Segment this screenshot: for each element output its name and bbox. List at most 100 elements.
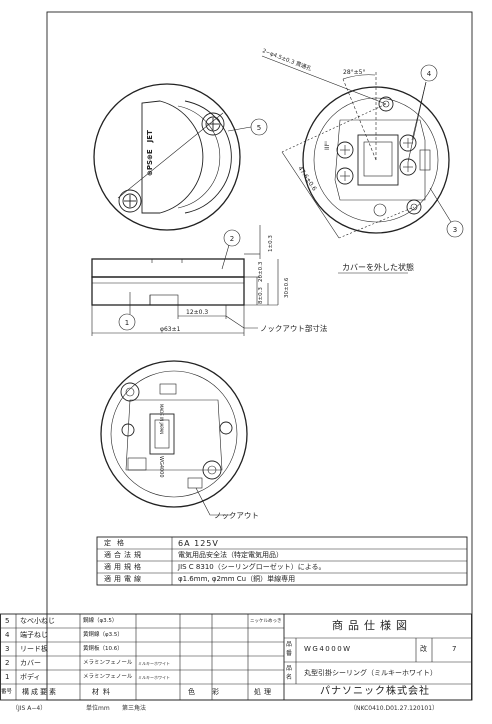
parts-table-frame xyxy=(0,613,472,701)
callout-5-circle xyxy=(250,118,268,136)
hole-note: 2−φ4.5±0.3 貫通孔 xyxy=(261,46,313,72)
parts-header-color: 色 xyxy=(188,688,195,696)
part-row-2-no: 2 xyxy=(5,659,10,667)
spec-value-law: 電気用品安全法（特定電気用品） xyxy=(178,551,283,559)
part-row-1-name: ボディ xyxy=(20,673,41,681)
footer-doc-no: （NKC0410.D01.27.120101） xyxy=(350,705,439,712)
hinmei-value: 丸型引掛シーリング（ミルキーホワイト） xyxy=(304,669,437,677)
angle-arc xyxy=(342,74,376,80)
pitch-extension-2 xyxy=(338,206,415,239)
top-view-groove xyxy=(177,105,221,209)
spec-label-rating: 定格 xyxy=(104,539,130,547)
spec-label-standard: 適用規格 xyxy=(104,563,144,571)
part-row-2-material: メラミンフェノール xyxy=(83,660,133,666)
cover-view-lead-plate xyxy=(334,119,426,201)
title-block-frame xyxy=(284,637,471,685)
part-row-2-name: カバー xyxy=(20,659,41,667)
part-row-1-material: メラミンフェノール xyxy=(83,674,133,680)
callout-3-leader xyxy=(429,187,452,223)
cover-view-terminal-screw-3 xyxy=(336,141,354,159)
revision-value: 7 xyxy=(452,645,457,653)
spec-label-wire: 適用電線 xyxy=(104,575,144,583)
bottom-view-pad-2 xyxy=(159,383,177,395)
callout-3-circle xyxy=(446,220,464,238)
part-row-5-finish: ニッケルめっき xyxy=(250,619,282,624)
part-row-3-name: リード板 xyxy=(20,645,48,653)
cover-view-terminal-screw-2 xyxy=(399,158,417,176)
top-view: ⊕PS⊕E JET 5 xyxy=(93,83,268,231)
knockout-caption: ノックアウト xyxy=(214,511,259,520)
cover-view-terminal-screw-1 xyxy=(399,134,417,152)
angle-line-1 xyxy=(342,78,377,161)
drawing-frame xyxy=(46,11,473,701)
part-row-4-name: 端子ねじ xyxy=(20,631,48,639)
hinban-label: 品番 xyxy=(286,641,293,657)
parts-header-no: 番号 xyxy=(1,689,13,695)
callout-5-leader xyxy=(227,126,252,132)
callout-2-circle xyxy=(223,229,241,247)
cover-view-center-recess xyxy=(363,141,393,177)
top-view-diagonal xyxy=(117,112,224,199)
part-row-3-material: 黄銅板（10.6） xyxy=(83,646,123,652)
callout-5: 5 xyxy=(257,124,261,132)
top-view-inner-arc xyxy=(184,100,232,214)
bottom-view-rib xyxy=(125,399,223,471)
side-dim-knockout: 12±0.3 xyxy=(186,309,208,316)
parts-header-material: 材料 xyxy=(92,688,114,696)
bottom-view-inner-circle xyxy=(110,370,238,498)
top-view-outer-circle xyxy=(93,83,241,231)
callout-4-circle xyxy=(420,64,438,82)
bottom-view-terminal-hole-2 xyxy=(219,421,233,435)
bottom-view-hole-1 xyxy=(120,382,140,402)
top-view-mark-plate xyxy=(141,100,204,214)
cover-view-mark: IIIᴵᴵᴵ xyxy=(324,141,331,150)
bottom-view-pad-1 xyxy=(127,457,147,471)
bottom-view-made-in: MADE IN JAPAN xyxy=(159,404,164,434)
callout-1-circle xyxy=(118,313,136,331)
side-dim-cap: 1±0.3 xyxy=(268,235,274,252)
callout-1: 1 xyxy=(125,319,129,327)
callout-2-leader xyxy=(221,244,230,270)
cover-removed-caption: カバーを外した状態 xyxy=(342,262,414,272)
side-view-knockout xyxy=(149,294,179,306)
side-dim-height2: 8±0.3 xyxy=(258,287,264,304)
bottom-view: MADE IN JAPAN WG4000 ノックアウト xyxy=(100,360,259,520)
callout-4-leader-2 xyxy=(407,81,427,163)
title-heading: 商品仕様図 xyxy=(332,619,412,632)
parts-header-saturation: 彩 xyxy=(212,688,219,696)
part-row-1-color: ミルキーホワイト xyxy=(138,675,170,680)
callout-2: 2 xyxy=(230,235,234,243)
part-row-4-material: 黄銅線（φ3.5） xyxy=(83,632,123,638)
side-view: 1±0.3 20±0.3 8±0.3 30±0.6 φ63±1 12±0.3 ノ… xyxy=(91,225,328,336)
footer-unit: 単位mm xyxy=(86,705,110,712)
callout-4: 4 xyxy=(427,70,432,78)
angle-label: 28°±5° xyxy=(343,69,365,76)
cover-view-center-block xyxy=(357,134,399,186)
part-row-1-no: 1 xyxy=(5,673,10,681)
cover-view-side-tab xyxy=(419,149,431,171)
footer-projection: 第三角法 xyxy=(122,705,147,712)
revision-label: 改 xyxy=(420,645,427,653)
hinban-value: WG4000W xyxy=(304,645,352,653)
knockout-note-leader xyxy=(225,315,258,329)
bottom-view-center-inner xyxy=(154,419,170,449)
cover-view-mount-hole-3 xyxy=(373,203,387,217)
part-row-5-material: 鋼線（φ3.5） xyxy=(83,618,118,624)
side-dim-height1: 20±0.3 xyxy=(258,261,264,282)
spec-table-frame xyxy=(96,536,468,586)
hole-note-leader xyxy=(261,55,387,105)
cover-view-mount-hole-2 xyxy=(406,199,422,215)
spec-value-standard: JIS C 8310（シーリングローゼット）による。 xyxy=(178,563,326,571)
part-row-2-color: ミルキーホワイト xyxy=(138,661,170,666)
pitch-dimension-line xyxy=(281,151,340,239)
part-row-3-no: 3 xyxy=(5,645,10,653)
top-view-screw-2 xyxy=(118,189,142,213)
cover-removed-view: IIIᴵᴵᴵ 2−φ4.5±0.3 貫通孔 28°±5° 47.6±0.6 4 … xyxy=(261,46,464,274)
callout-3: 3 xyxy=(453,226,457,234)
part-row-5-no: 5 xyxy=(5,617,10,625)
bottom-view-terminal-hole-1 xyxy=(121,423,135,437)
spec-value-rating: 6A 125V xyxy=(178,539,219,548)
bottom-view-center-slot xyxy=(149,413,175,455)
side-view-body xyxy=(91,276,245,306)
